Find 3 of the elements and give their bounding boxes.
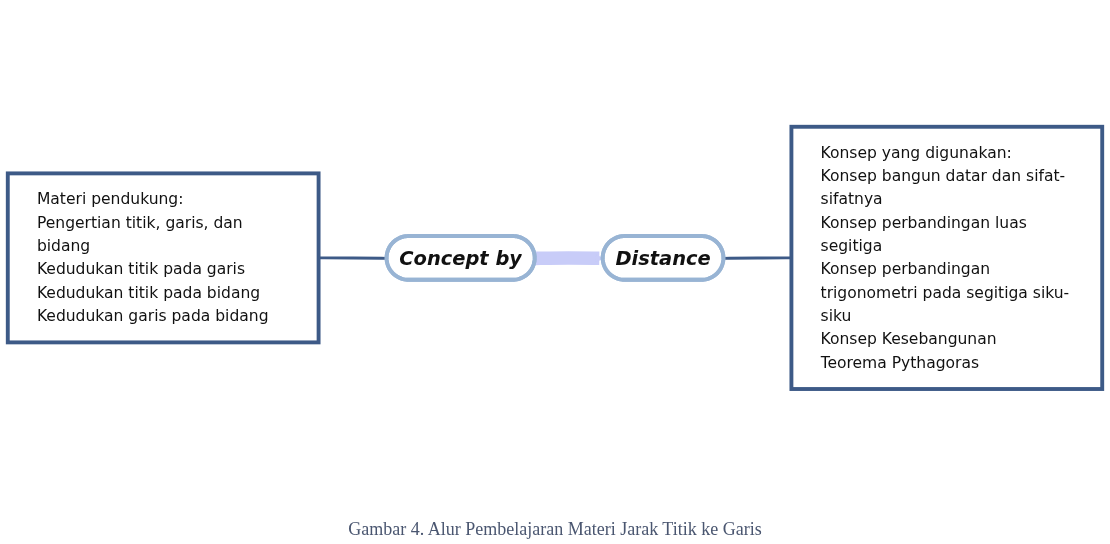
figure-caption: Gambar 4. Alur Pembelajaran Materi Jarak Titik ke Garis xyxy=(347,518,763,541)
node-box: Materi pendukung: Pengertian titik, garis, dan bidang Kedudukan titik pada garis Kedudukan titik pada bidang Kedudukan garis pada bidang xyxy=(5,171,321,344)
node-box: Konsep yang digunakan: Konsep bangun datar dan sifat-sifatnya Konsep perbandingan luas segitiga Konsep perbandingan trigonometri pada segitiga siku-siku Konsep Kesebangunan Teorema Pythagoras xyxy=(789,124,1105,391)
